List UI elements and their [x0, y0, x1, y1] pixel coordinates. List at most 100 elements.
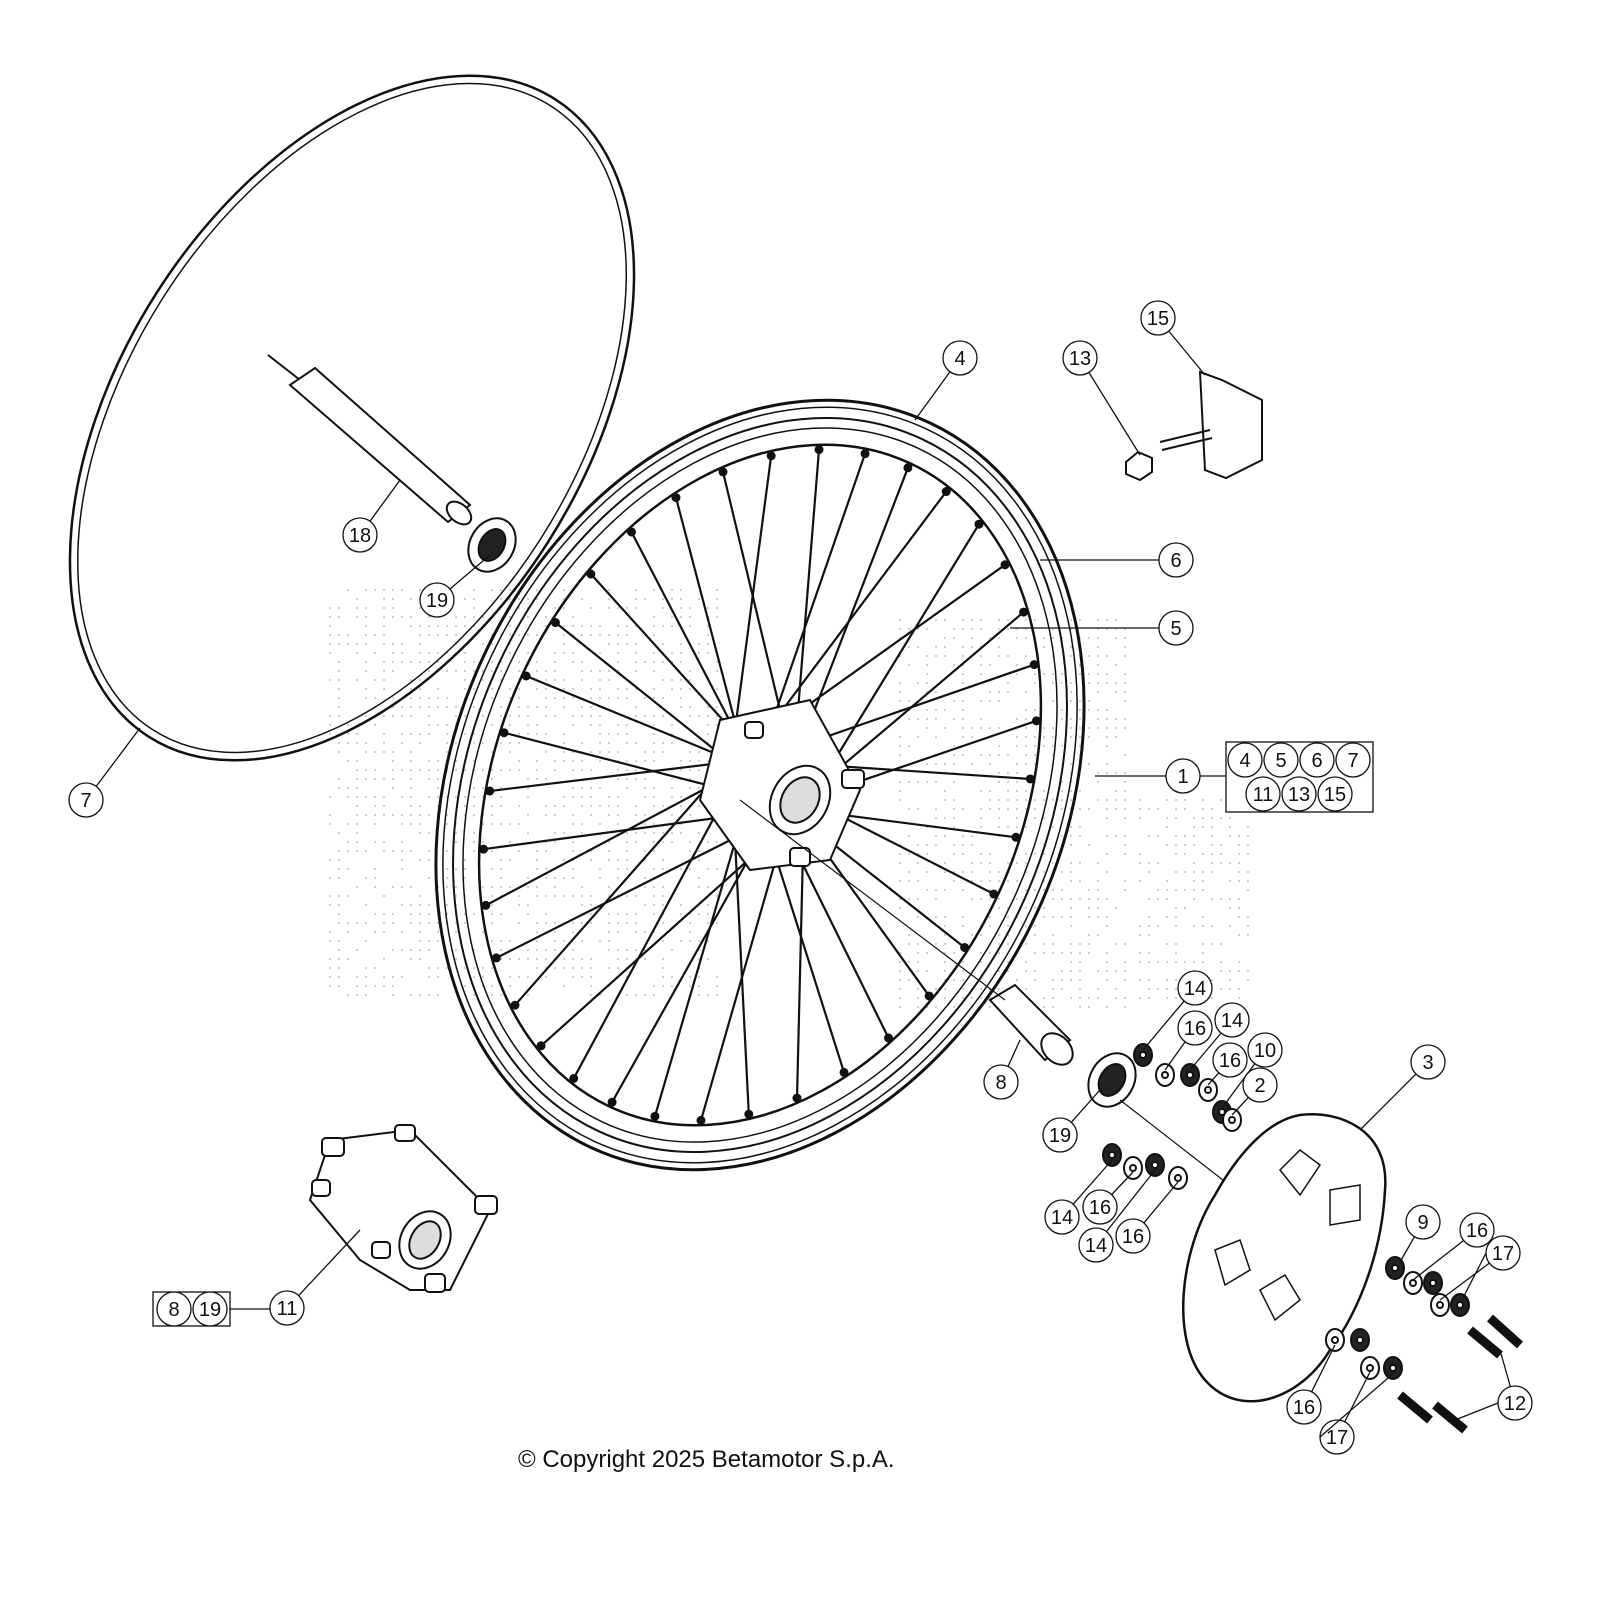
axle — [268, 355, 476, 529]
svg-text:15: 15 — [1147, 308, 1169, 330]
bolt — [1490, 1318, 1520, 1345]
spoke-nipple — [551, 619, 559, 627]
spare-hub — [310, 1125, 497, 1292]
bolt — [1400, 1395, 1430, 1420]
svg-text:16: 16 — [1466, 1220, 1488, 1242]
callout-15[interactable]: 15 — [1141, 301, 1205, 375]
spoke-nipple — [1020, 608, 1028, 616]
callout-11[interactable]: 11 — [270, 1230, 360, 1325]
bolt — [1470, 1330, 1500, 1355]
callout-16[interactable]: 16 — [1116, 1182, 1178, 1253]
callout-4[interactable]: 4 — [915, 341, 977, 420]
spoke-nipple — [719, 468, 727, 476]
svg-text:2: 2 — [1254, 1075, 1265, 1097]
callout-16[interactable]: 16 — [1165, 1011, 1212, 1070]
svg-text:16: 16 — [1122, 1226, 1144, 1248]
kit-item: 5 — [1275, 750, 1286, 772]
spoke-nipple — [522, 672, 530, 680]
kit-item: 11 — [1253, 784, 1274, 806]
spoke-nipple — [492, 954, 500, 962]
kit-item: 8 — [168, 1299, 179, 1321]
spoke-nipple — [486, 787, 494, 795]
spoke-nipple — [608, 1098, 616, 1106]
spoke-nipple — [990, 890, 998, 898]
callout-6[interactable]: 6 — [1040, 543, 1193, 577]
svg-text:14: 14 — [1051, 1207, 1073, 1229]
svg-text:13: 13 — [1069, 348, 1091, 370]
callout-9[interactable]: 9 — [1400, 1205, 1440, 1262]
spoke-nipple — [745, 1110, 753, 1118]
svg-text:8: 8 — [995, 1072, 1006, 1094]
spoke-nipple — [885, 1034, 893, 1042]
svg-text:17: 17 — [1326, 1427, 1348, 1449]
callout-16[interactable]: 16 — [1083, 1172, 1133, 1224]
callout-7[interactable]: 7 — [69, 728, 140, 817]
svg-text:11: 11 — [277, 1298, 298, 1320]
spoke-nipple — [1030, 661, 1038, 669]
svg-text:4: 4 — [954, 348, 965, 370]
spoke-nipple — [1012, 833, 1020, 841]
svg-text:5: 5 — [1170, 618, 1181, 640]
spoke-nipple — [570, 1074, 578, 1082]
spoke-nipple — [975, 520, 983, 528]
kit-box-kit_box_11: 8 19 — [153, 1292, 270, 1326]
spoke-nipple — [500, 729, 508, 737]
svg-text:1: 1 — [1177, 766, 1188, 788]
callout-3[interactable]: 3 — [1360, 1045, 1445, 1130]
valve-and-cap — [1126, 372, 1262, 480]
spoke-nipple — [961, 943, 969, 951]
callout-19[interactable]: 19 — [1043, 1090, 1100, 1152]
svg-text:10: 10 — [1254, 1040, 1276, 1062]
spoke-nipple — [651, 1112, 659, 1120]
spoke-nipple — [1032, 717, 1040, 725]
spoke-nipple — [482, 901, 490, 909]
kit-item: 6 — [1311, 750, 1322, 772]
kit-item: 7 — [1347, 750, 1358, 772]
spoke-nipple — [840, 1068, 848, 1076]
spoke-nipple — [925, 992, 933, 1000]
spoke-nipple — [672, 494, 680, 502]
callout-12[interactable]: 12 — [1498, 1350, 1532, 1420]
spoke-nipple — [480, 845, 488, 853]
spoke-nipple — [767, 452, 775, 460]
svg-text:17: 17 — [1492, 1243, 1514, 1265]
spoke-nipple — [815, 446, 823, 454]
svg-text:14: 14 — [1184, 978, 1206, 1000]
spoke-nipple — [904, 464, 912, 472]
kit-item: 19 — [199, 1299, 221, 1321]
svg-text:12: 12 — [1504, 1393, 1526, 1415]
copyright-text: © Copyright 2025 Betamotor S.p.A. — [518, 1446, 895, 1474]
spoke-nipple — [627, 528, 635, 536]
svg-text:16: 16 — [1219, 1050, 1241, 1072]
svg-text:9: 9 — [1417, 1212, 1428, 1234]
svg-text:3: 3 — [1422, 1052, 1433, 1074]
spoke-nipple — [1026, 775, 1034, 783]
callout-5[interactable]: 5 — [1010, 611, 1193, 645]
spoke-nipple — [1001, 561, 1009, 569]
brake-disc — [1183, 1114, 1385, 1401]
callout-13[interactable]: 13 — [1063, 341, 1140, 455]
spoke-nipple — [793, 1094, 801, 1102]
hub — [700, 700, 864, 870]
svg-text:7: 7 — [80, 790, 91, 812]
svg-text:16: 16 — [1293, 1397, 1315, 1419]
spoke-nipple — [511, 1001, 519, 1009]
spoke-nipple — [861, 450, 869, 458]
callout-17[interactable]: 17 — [1320, 1372, 1370, 1454]
callout-8[interactable]: 8 — [984, 1040, 1020, 1099]
svg-text:19: 19 — [426, 590, 448, 612]
kit-item: 13 — [1288, 784, 1310, 806]
spoke-nipple — [697, 1116, 705, 1124]
svg-text:18: 18 — [349, 525, 371, 547]
spoke-nipple — [942, 488, 950, 496]
svg-text:16: 16 — [1184, 1018, 1206, 1040]
spoke-nipple — [587, 570, 595, 578]
svg-text:14: 14 — [1085, 1235, 1107, 1257]
callout-1[interactable]: 1 — [1095, 759, 1200, 793]
callout-18[interactable]: 18 — [343, 480, 400, 552]
callout-19[interactable]: 19 — [420, 555, 490, 617]
callout-16[interactable]: 16 — [1208, 1043, 1247, 1085]
svg-text:19: 19 — [1049, 1125, 1071, 1147]
svg-text:14: 14 — [1221, 1010, 1243, 1032]
